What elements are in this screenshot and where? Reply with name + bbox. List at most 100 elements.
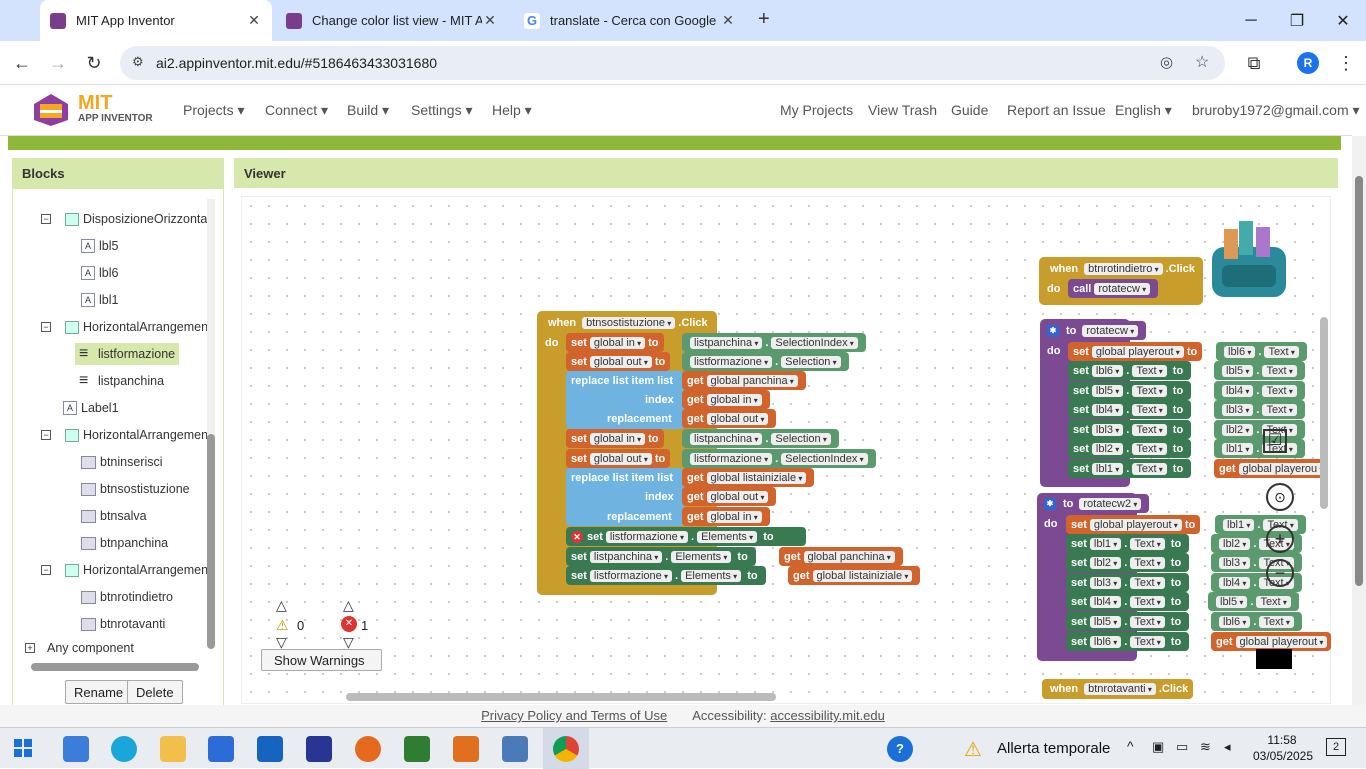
wifi-icon[interactable]: ≋ bbox=[1200, 739, 1211, 754]
tab-change-color[interactable]: Change color list view - MIT Ap ✕ bbox=[276, 0, 508, 41]
close-window-icon[interactable]: ✕ bbox=[1336, 12, 1350, 30]
fl-studio-icon[interactable] bbox=[453, 736, 479, 762]
workspace-horizontal-scrollbar[interactable] bbox=[346, 693, 776, 701]
close-tab-icon[interactable]: ✕ bbox=[484, 12, 496, 28]
menu-settings[interactable]: Settings ▾ bbox=[411, 102, 473, 118]
tray-chevron-icon[interactable]: ^ bbox=[1127, 738, 1134, 754]
menu-build[interactable]: Build ▾ bbox=[347, 102, 390, 118]
store-icon[interactable] bbox=[208, 736, 234, 762]
trash-icon[interactable] bbox=[1256, 649, 1292, 669]
expand-icon[interactable]: + bbox=[25, 643, 35, 653]
zoom-in-icon[interactable]: + bbox=[1266, 525, 1294, 553]
app-inventor-logo[interactable] bbox=[30, 92, 72, 128]
back-icon[interactable]: ← bbox=[13, 52, 31, 73]
page-scrollbar-thumb[interactable] bbox=[1355, 176, 1363, 586]
error-icon[interactable]: ✕ bbox=[571, 530, 583, 543]
tree-item-list[interactable]: ≡listpanchina bbox=[79, 372, 165, 389]
eye-off-icon[interactable]: ◎ bbox=[1160, 54, 1174, 71]
component-getter[interactable]: lbl5.Text bbox=[1208, 592, 1299, 611]
collapse-icon[interactable]: − bbox=[41, 430, 51, 440]
checkbox-icon[interactable]: ☑ bbox=[1263, 429, 1287, 453]
menu-projects[interactable]: Projects ▾ bbox=[183, 102, 245, 118]
clock-time[interactable]: 11:58 bbox=[1267, 733, 1297, 747]
tree-item-container[interactable]: −HorizontalArrangemen bbox=[41, 424, 208, 446]
app-icon[interactable] bbox=[306, 736, 332, 762]
workspace-vertical-scrollbar[interactable] bbox=[1320, 317, 1328, 509]
tree-item-container[interactable]: −DisposizioneOrizzonta bbox=[41, 208, 207, 230]
tree-item-any-component[interactable]: +Any component bbox=[25, 637, 134, 659]
tree-item-button[interactable]: btnsostistuzione bbox=[81, 478, 190, 500]
app-icon[interactable] bbox=[502, 736, 528, 762]
tree-item-container[interactable]: −HorizontalArrangemen bbox=[41, 316, 208, 338]
language-menu[interactable]: English ▾ bbox=[1115, 102, 1172, 118]
tab-translate[interactable]: G translate - Cerca con Google ✕ bbox=[514, 0, 746, 41]
backpack-icon[interactable] bbox=[1204, 217, 1294, 303]
tree-item-listformazione-selected[interactable]: ≡listformazione bbox=[75, 343, 180, 365]
speaker-icon[interactable]: ◂ bbox=[1224, 739, 1231, 754]
tree-vertical-scrollbar[interactable] bbox=[207, 199, 215, 649]
component-getter[interactable]: lbl6.Text bbox=[1216, 342, 1307, 361]
windows-start-icon[interactable] bbox=[14, 739, 32, 757]
tree-item-button[interactable]: btnrotavanti bbox=[81, 613, 165, 635]
zoom-out-icon[interactable]: − bbox=[1266, 559, 1294, 587]
minimize-icon[interactable]: ─ bbox=[1245, 11, 1257, 29]
extensions-icon[interactable]: ⧉ bbox=[1247, 52, 1261, 73]
component-getter[interactable]: listpanchina.SelectionIndex bbox=[682, 333, 866, 352]
collapse-icon[interactable]: − bbox=[41, 322, 51, 332]
restore-icon[interactable]: ❐ bbox=[1289, 12, 1305, 30]
tree-item-button[interactable]: btnpanchina bbox=[81, 532, 168, 554]
bookmark-star-icon[interactable]: ☆ bbox=[1195, 54, 1210, 71]
clock-date[interactable]: 03/05/2025 bbox=[1252, 749, 1314, 763]
collapse-icon[interactable]: − bbox=[41, 214, 51, 224]
folder-icon[interactable] bbox=[160, 736, 186, 762]
warnings-nav-up-icon[interactable]: △ bbox=[276, 597, 287, 613]
gear-icon[interactable]: ✱ bbox=[1044, 497, 1056, 510]
report-issue-link[interactable]: Report an Issue bbox=[1007, 102, 1106, 118]
rename-button[interactable]: Rename bbox=[65, 680, 133, 704]
menu-help[interactable]: Help ▾ bbox=[492, 102, 532, 118]
tree-item-button[interactable]: btninserisci bbox=[81, 451, 163, 473]
show-warnings-button[interactable]: Show Warnings bbox=[261, 649, 382, 671]
my-projects-link[interactable]: My Projects bbox=[780, 102, 854, 118]
tree-item-button[interactable]: btnrotindietro bbox=[81, 586, 173, 608]
tree-horizontal-scrollbar[interactable] bbox=[31, 663, 199, 671]
guide-link[interactable]: Guide bbox=[951, 102, 989, 118]
new-tab-button[interactable]: + bbox=[758, 8, 770, 30]
firefox-icon[interactable] bbox=[355, 736, 381, 762]
notifications-icon[interactable]: 2 bbox=[1326, 738, 1346, 756]
component-getter[interactable]: lbl6.Text bbox=[1211, 612, 1302, 631]
component-getter[interactable]: lbl1.Text bbox=[1215, 515, 1306, 534]
tray-device-icon[interactable]: ▣ bbox=[1152, 739, 1165, 754]
component-getter[interactable]: listformazione.Selection bbox=[682, 352, 849, 371]
close-tab-icon[interactable]: ✕ bbox=[722, 12, 734, 28]
accessibility-link[interactable]: accessibility.mit.edu bbox=[770, 708, 885, 723]
component-getter[interactable]: lbl3.Text bbox=[1214, 400, 1305, 419]
browser-menu-icon[interactable]: ⋮ bbox=[1337, 52, 1355, 73]
minecraft-icon[interactable] bbox=[404, 736, 430, 762]
